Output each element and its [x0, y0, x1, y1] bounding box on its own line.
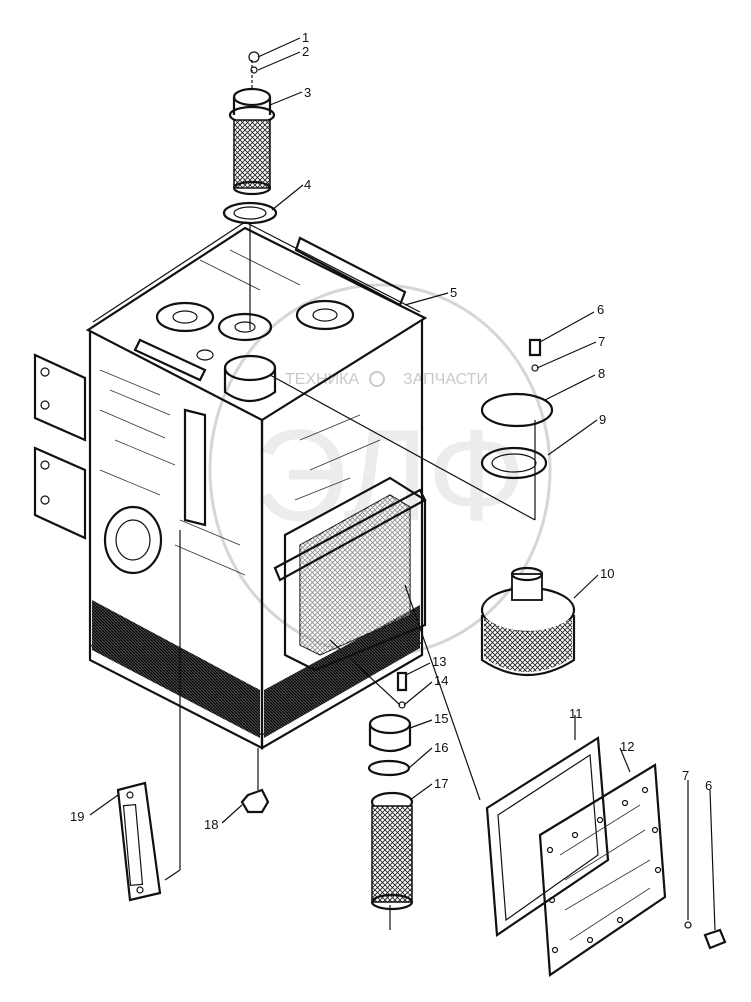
callout-10: 10	[600, 566, 614, 581]
callout-11: 11	[569, 706, 583, 721]
callout-17: 17	[434, 776, 448, 791]
breather-assembly	[269, 338, 576, 676]
callout-19: 19	[70, 809, 84, 824]
callout-4: 4	[304, 177, 311, 192]
gear-icon	[369, 371, 385, 387]
callout-14: 14	[434, 673, 448, 688]
callout-13: 13	[432, 654, 446, 669]
leader-lines	[89, 37, 716, 931]
callout-15: 15	[434, 711, 448, 726]
callout-6: 6	[597, 302, 604, 317]
callout-7-cover: 7	[682, 768, 689, 783]
callout-8: 8	[598, 366, 605, 381]
callout-3: 3	[304, 85, 311, 100]
tank-body	[33, 221, 428, 750]
callout-7: 7	[598, 334, 605, 349]
watermark-left-text: ТЕХНИКА	[285, 371, 359, 388]
cover-plate-assembly	[404, 584, 727, 977]
callout-18: 18	[204, 817, 218, 832]
filler-filter-assembly	[222, 51, 278, 330]
callout-2: 2	[302, 44, 309, 59]
callout-6-cover: 6	[705, 778, 712, 793]
drain-filter-assembly	[329, 639, 414, 930]
plug-and-gauge	[116, 530, 270, 902]
callout-16: 16	[434, 740, 448, 755]
callout-12: 12	[620, 739, 634, 754]
watermark-right-text: ЗАПЧАСТИ	[403, 371, 488, 388]
callout-1: 1	[302, 30, 309, 45]
callout-9: 9	[599, 412, 606, 427]
callout-labels: 1 2 3 4 5 6 7 8 9 10 11 12 7 6 13 14 15 …	[70, 30, 712, 832]
callout-5: 5	[450, 285, 457, 300]
